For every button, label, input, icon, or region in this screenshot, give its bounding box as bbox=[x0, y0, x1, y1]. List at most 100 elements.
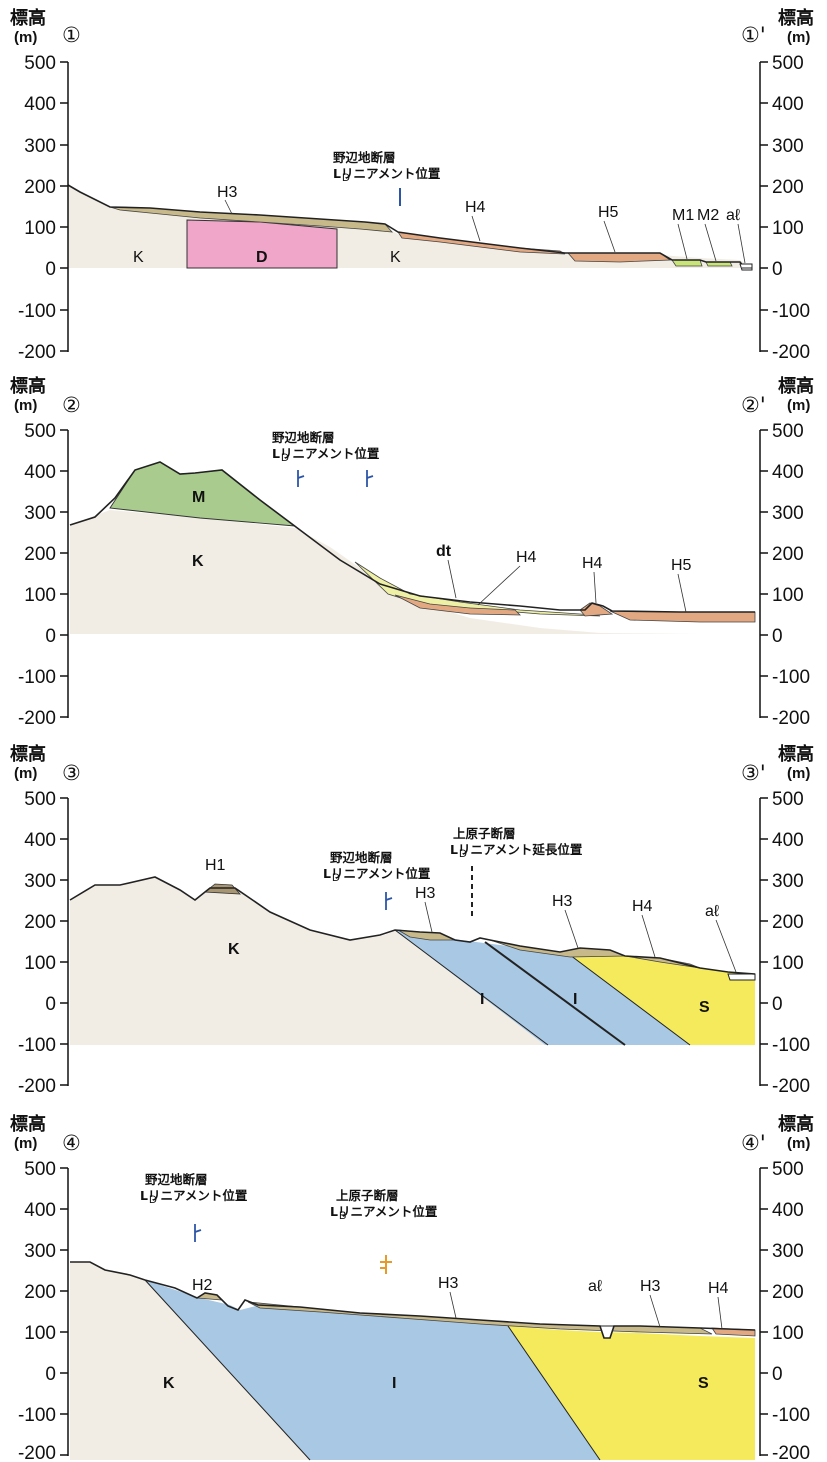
fault-boundary bbox=[394, 929, 549, 1046]
elevation-label: 標高 bbox=[778, 375, 814, 397]
section-3: 500 400 300 200 100 0 -100 -200 500 400 … bbox=[10, 743, 814, 1097]
tick-label: 100 bbox=[24, 1323, 56, 1344]
section-1: 500 400 300 200 100 0 -100 -200 500 400 … bbox=[10, 7, 814, 363]
unit-label-H4: H4 bbox=[632, 898, 653, 915]
lineament-label: Lリニアメント位置 bbox=[330, 1204, 438, 1219]
unit-label: (m) bbox=[787, 1135, 810, 1152]
left-axis-4: 500 400 300 200 100 0 -100 -200 bbox=[18, 1159, 69, 1462]
section-marker-right: ③' bbox=[741, 761, 766, 785]
tick-label: -200 bbox=[772, 1443, 810, 1462]
contact-line bbox=[507, 1325, 601, 1461]
unit-label: (m) bbox=[14, 765, 37, 782]
unit-label: (m) bbox=[14, 29, 37, 46]
tick-label: 300 bbox=[24, 1241, 56, 1262]
section-marker-right: ④' bbox=[741, 1131, 766, 1155]
section-2: 500 400 300 200 100 0 -100 -200 500 400 … bbox=[10, 375, 814, 729]
unit-label: (m) bbox=[14, 397, 37, 414]
unit-label-M1: M1 bbox=[672, 207, 694, 224]
unit-label-H4: H4 bbox=[582, 555, 603, 572]
tick-label: -200 bbox=[18, 1443, 56, 1462]
tick-label: 100 bbox=[24, 953, 56, 974]
unit-label-I: I bbox=[480, 991, 484, 1008]
elevation-label: 標高 bbox=[10, 375, 46, 397]
unit-S-area bbox=[508, 1326, 755, 1460]
tick-label: 200 bbox=[24, 177, 56, 198]
lineament-label: Lリニアメント位置 bbox=[272, 446, 380, 461]
lineament-rank: D bbox=[281, 452, 289, 464]
ground-surface-1 bbox=[67, 184, 752, 269]
tick-label: 500 bbox=[24, 789, 56, 810]
tick-label: -100 bbox=[18, 1035, 56, 1056]
tick-label: 400 bbox=[24, 830, 56, 851]
fault-line bbox=[484, 941, 626, 1046]
unit-label-H2: H2 bbox=[192, 1277, 213, 1294]
tick-label: -100 bbox=[18, 1405, 56, 1426]
unit-K-area bbox=[70, 877, 545, 1045]
lineament-label: Lリニアメント位置 bbox=[323, 866, 431, 881]
unit-label-I: I bbox=[573, 991, 577, 1008]
elevation-label: 標高 bbox=[778, 7, 814, 29]
elevation-label: 標高 bbox=[10, 1113, 46, 1135]
fault-name: 野辺地断層 bbox=[272, 430, 335, 445]
lineament-rank: B bbox=[339, 1210, 346, 1222]
unit-label-H3: H3 bbox=[415, 885, 436, 902]
unit-S-area bbox=[570, 955, 755, 1045]
contact-line bbox=[569, 954, 691, 1046]
unit-label-S: S bbox=[699, 999, 710, 1016]
unit-K-area bbox=[70, 1262, 310, 1460]
tick-label: 500 bbox=[772, 1159, 804, 1180]
tick-label: 500 bbox=[772, 53, 804, 74]
tick-label: -100 bbox=[772, 1035, 810, 1056]
unit-label-al: aℓ bbox=[726, 207, 740, 224]
left-axis-3: 500 400 300 200 100 0 -100 -200 bbox=[18, 789, 69, 1097]
tick-label: 200 bbox=[24, 1282, 56, 1303]
contact-line bbox=[144, 1279, 311, 1461]
fault-name: 野辺地断層 bbox=[333, 150, 396, 165]
unit-label-K: K bbox=[163, 1375, 175, 1392]
tick-label: -100 bbox=[772, 667, 810, 688]
elevation-label: 標高 bbox=[10, 743, 46, 765]
fault-name: 野辺地断層 bbox=[145, 1172, 208, 1187]
unit-label-H3: H3 bbox=[640, 1278, 661, 1295]
unit-I-area bbox=[395, 930, 690, 1045]
tick-label: 500 bbox=[772, 789, 804, 810]
tick-label: 500 bbox=[24, 1159, 56, 1180]
unit-label-H4: H4 bbox=[465, 199, 486, 216]
tick-label: 100 bbox=[772, 585, 804, 606]
unit-label: (m) bbox=[14, 1135, 37, 1152]
unit-label-H5: H5 bbox=[671, 557, 692, 574]
terrace-H5 bbox=[567, 252, 672, 263]
right-axis-4: 500 400 300 200 100 0 -100 -200 bbox=[759, 1159, 810, 1462]
unit-label-K: K bbox=[192, 553, 204, 570]
ground-surface-2 bbox=[69, 461, 755, 613]
terrace-H4-a bbox=[394, 594, 521, 616]
tick-label: 300 bbox=[772, 503, 804, 524]
tick-label: 0 bbox=[45, 1364, 56, 1385]
tick-label: 0 bbox=[772, 1364, 783, 1385]
elevation-label: 標高 bbox=[10, 7, 46, 29]
tick-label: 100 bbox=[772, 1323, 804, 1344]
tick-label: 300 bbox=[24, 136, 56, 157]
tick-label: 100 bbox=[772, 218, 804, 239]
tick-label: 0 bbox=[772, 626, 783, 647]
tick-label: 0 bbox=[45, 626, 56, 647]
lineament-label: Lリニアメント延長位置 bbox=[450, 842, 583, 857]
lineament-marker bbox=[194, 1224, 202, 1242]
ground-surface-3 bbox=[69, 876, 756, 975]
fault-name: 上原子断層 bbox=[336, 1188, 399, 1203]
tick-label: 200 bbox=[772, 177, 804, 198]
tick-label: 500 bbox=[24, 53, 56, 74]
tick-label: 200 bbox=[772, 912, 804, 933]
unit-label-H5: H5 bbox=[598, 204, 619, 221]
lineament-marker bbox=[385, 892, 393, 910]
unit-I-area bbox=[145, 1280, 600, 1460]
alluvium-channel bbox=[739, 263, 753, 271]
tick-label: 100 bbox=[24, 585, 56, 606]
unit-label-D: D bbox=[256, 249, 268, 266]
unit-label-S: S bbox=[698, 1375, 709, 1392]
section-marker-left: ③ bbox=[62, 761, 81, 785]
tick-label: 0 bbox=[45, 994, 56, 1015]
lineament-rank: D bbox=[342, 172, 350, 184]
tick-label: 500 bbox=[24, 421, 56, 442]
tick-label: 400 bbox=[772, 830, 804, 851]
